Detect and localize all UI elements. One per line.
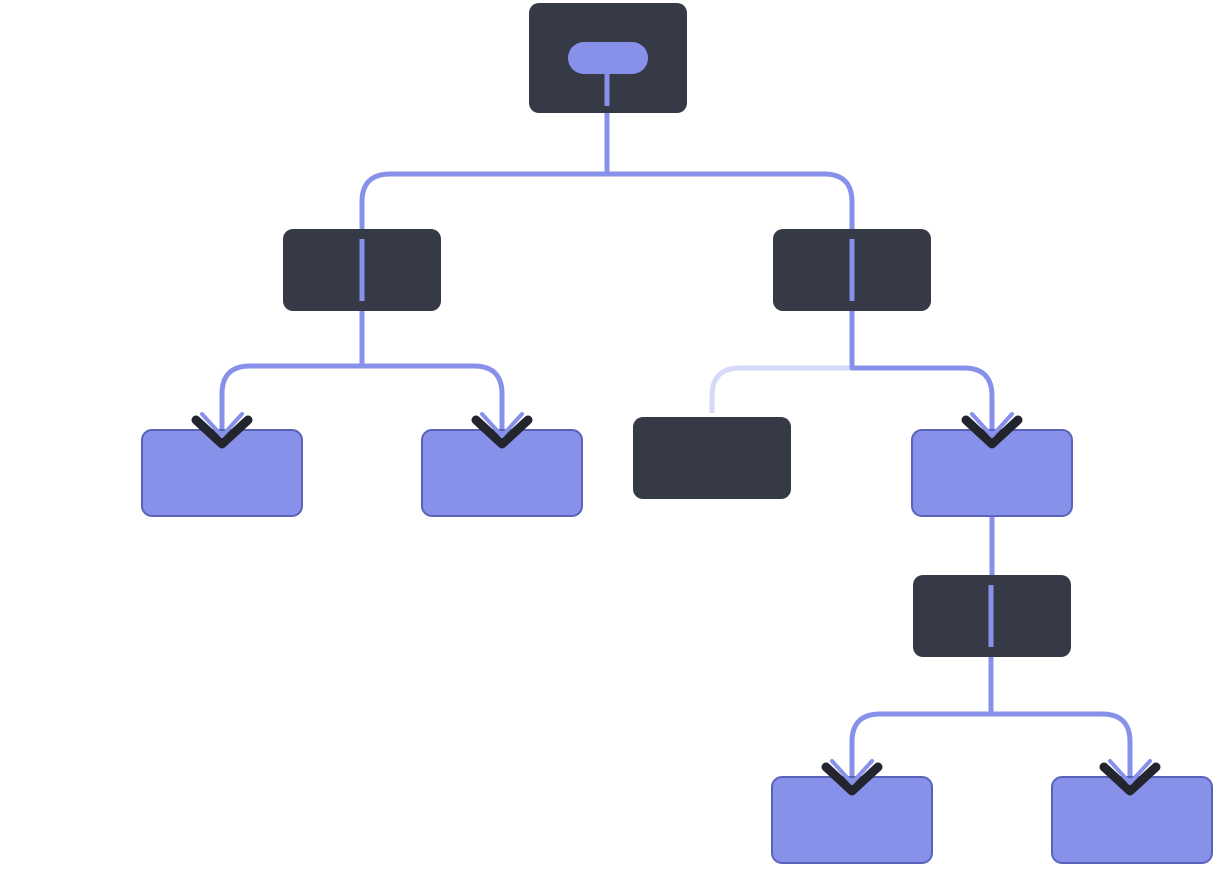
node-box-leaf-4 bbox=[771, 776, 933, 864]
arrowhead-shadow-leaf-2 bbox=[471, 415, 533, 449]
node-box-leaf-1 bbox=[141, 429, 303, 517]
arrowhead-leaf-1 bbox=[200, 412, 244, 438]
connector-branch-left-to-leaf-2 bbox=[362, 363, 505, 440]
connector-branch-left-to-leaf-1 bbox=[219, 311, 365, 440]
arrowhead-leaf-5 bbox=[1108, 759, 1152, 785]
node-box-dead-end bbox=[633, 417, 791, 499]
arrowhead-leaf-4 bbox=[830, 759, 874, 785]
node-leaf-5[interactable] bbox=[1051, 776, 1213, 864]
arrowhead-icon bbox=[191, 412, 253, 449]
arrowhead-icon bbox=[1099, 759, 1161, 796]
node-leaf-1[interactable] bbox=[141, 429, 303, 517]
connector-branch-right-to-leaf-3 bbox=[849, 311, 995, 440]
node-box-leaf-5 bbox=[1051, 776, 1213, 864]
overlay-layer bbox=[191, 42, 1161, 796]
pill-shape bbox=[568, 42, 648, 74]
pill-icon bbox=[568, 42, 648, 106]
nodes-layer bbox=[141, 3, 1213, 864]
node-box-leaf-3 bbox=[911, 429, 1073, 517]
arrowhead-icon bbox=[821, 759, 883, 796]
connector-root-to-branch-left bbox=[359, 113, 610, 229]
node-leaf-4[interactable] bbox=[771, 776, 933, 864]
node-box-leaf-2 bbox=[421, 429, 583, 517]
connector-branch-deep-to-leaf-4 bbox=[849, 657, 994, 787]
arrowhead-icon bbox=[471, 412, 533, 449]
arrowhead-shadow-leaf-1 bbox=[191, 415, 253, 449]
node-leaf-2[interactable] bbox=[421, 429, 583, 517]
connector-root-to-branch-right bbox=[607, 171, 855, 229]
connector-branch-right-to-dead-end bbox=[709, 365, 852, 413]
node-leaf-3[interactable] bbox=[911, 429, 1073, 517]
arrowhead-leaf-2 bbox=[480, 412, 524, 438]
arrowhead-shadow-leaf-3 bbox=[961, 415, 1023, 449]
arrowhead-shadow-leaf-4 bbox=[821, 762, 883, 796]
arrowhead-leaf-3 bbox=[970, 412, 1014, 438]
arrowhead-icon bbox=[961, 412, 1023, 449]
node-dead-end[interactable] bbox=[633, 417, 791, 499]
arrowhead-shadow-leaf-5 bbox=[1099, 762, 1161, 796]
connectors-layer bbox=[219, 113, 1133, 787]
connector-branch-deep-to-leaf-5 bbox=[991, 711, 1133, 787]
